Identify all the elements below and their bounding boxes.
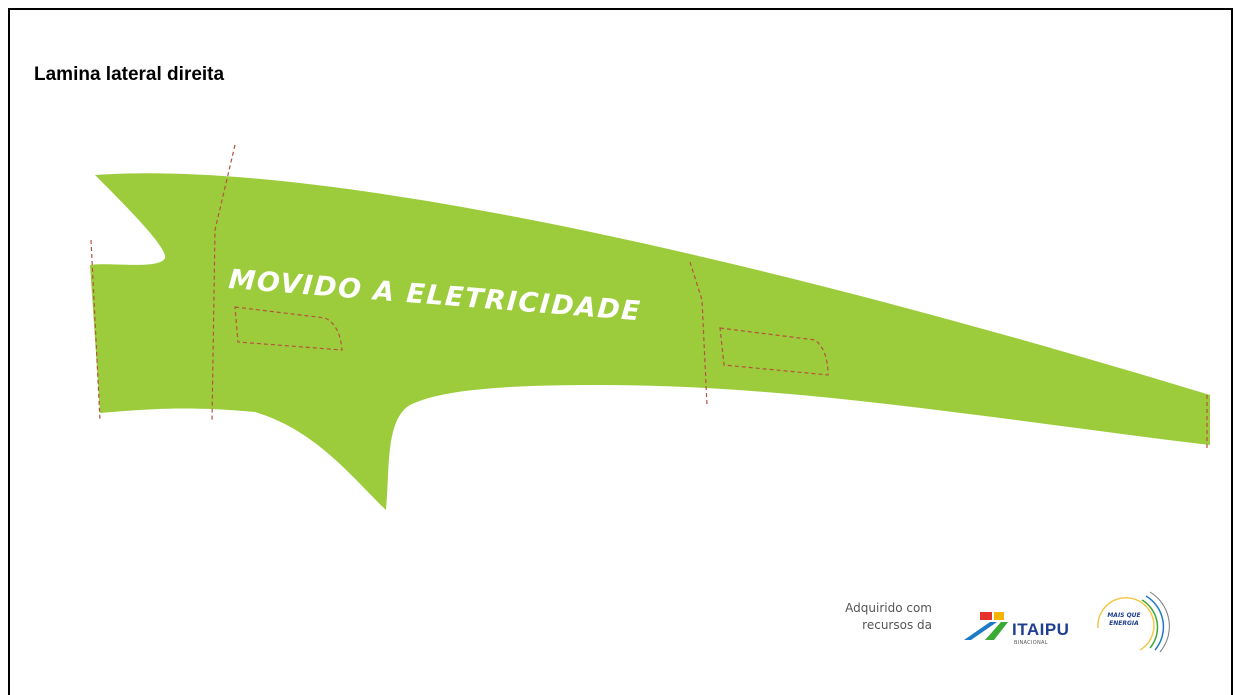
- badge-line-1: MAIS QUE: [1107, 612, 1141, 619]
- itaipu-logo-icon: [964, 612, 1008, 640]
- badge-line-2: ENERGIA: [1109, 620, 1139, 627]
- energia-badge-icon: [1097, 591, 1170, 653]
- itaipu-brand-name: ITAIPU: [1012, 620, 1070, 639]
- itaipu-brand-subtitle: BINACIONAL: [1014, 640, 1048, 646]
- blade-shape: [90, 173, 1210, 510]
- credit-line-2: recursos da: [862, 618, 932, 632]
- page-title: Lamina lateral direita: [34, 64, 225, 85]
- credit-text: Adquirido com recursos da: [812, 600, 932, 634]
- credit-line-1: Adquirido com: [845, 601, 932, 615]
- fold-line-second: [211, 144, 236, 423]
- window-outline-1: [234, 306, 343, 351]
- fold-lines: [90, 144, 1208, 450]
- window-outlines: [234, 306, 829, 376]
- energia-badge-text: MAIS QUE ENERGIA: [1094, 612, 1154, 628]
- window-outline-2: [719, 327, 829, 376]
- fold-line-left: [90, 239, 101, 421]
